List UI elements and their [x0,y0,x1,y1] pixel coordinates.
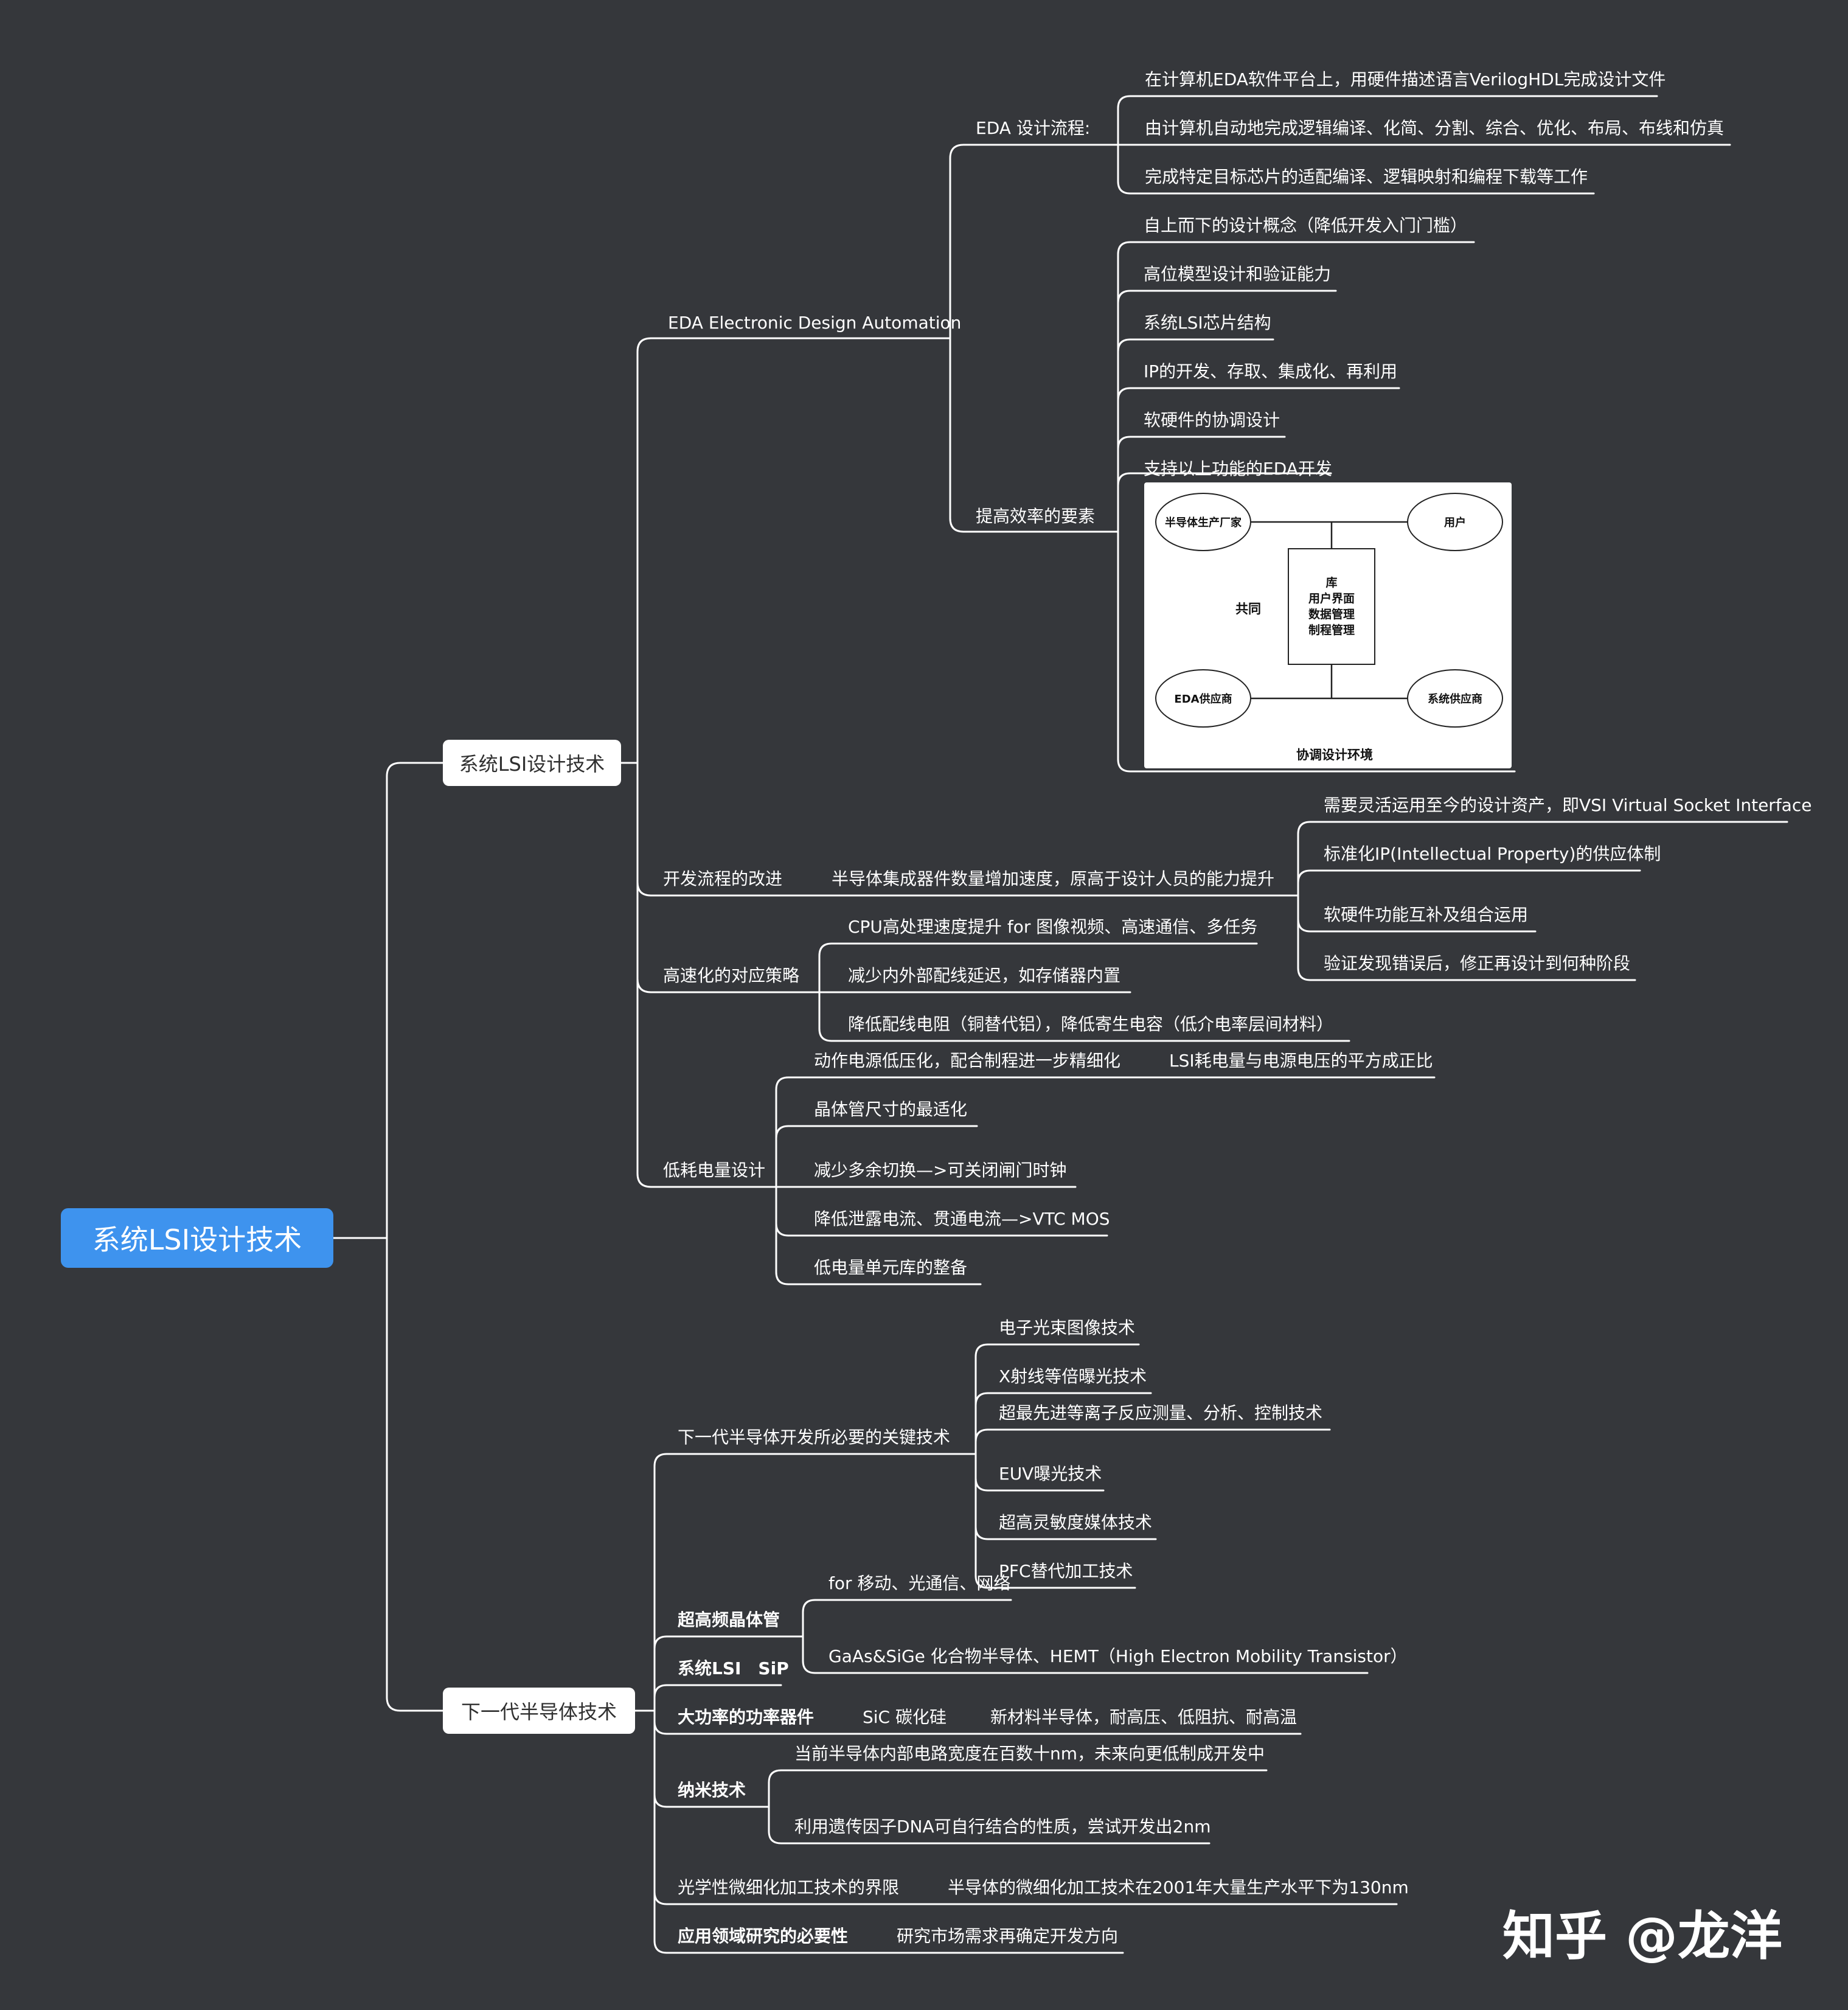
key-tech-item-2[interactable]: X射线等倍曝光技术 [999,1366,1147,1386]
node-system-vendor: 系统供应商 [1407,669,1503,728]
branch-system-lsi[interactable]: 系统LSI设计技术 [443,740,621,786]
center-line-1: 库 [1325,576,1338,589]
speed-item-2[interactable]: 减少内外部配线延迟，如存储器内置 [848,965,1121,986]
uhf-item-1[interactable]: for 移动、光通信、网络 [828,1573,1011,1593]
node-user: 用户 [1407,493,1503,551]
branch-next-gen[interactable]: 下一代半导体技术 [443,1688,635,1734]
key-tech-item-5[interactable]: 超高灵敏度媒体技术 [999,1512,1153,1532]
efficiency-item-5[interactable]: 软硬件的协调设计 [1144,410,1280,430]
center-line-4: 制程管理 [1308,624,1355,637]
eda-flow-item-1[interactable]: 在计算机EDA软件平台上，用硬件描述语言VerilogHDL完成设计文件 [1145,69,1666,89]
label-coop-env: 协调设计环境 [1296,748,1373,762]
efficiency-item-4[interactable]: IP的开发、存取、集成化、再利用 [1144,361,1398,381]
nano-item-2[interactable]: 利用遗传因子DNA可自行结合的性质，尝试开发出2nm [794,1817,1211,1837]
application-sub[interactable]: 研究市场需求再确定开发方向 [897,1926,1119,1946]
sip-node[interactable]: 系统LSI SiP [678,1658,789,1678]
efficiency-node[interactable]: 提高效率的要素 [976,506,1096,526]
label-common: 共同 [1235,602,1261,616]
power-item-2[interactable]: 晶体管尺寸的最适化 [814,1099,968,1119]
dev-flow-item-2[interactable]: 标准化IP(Intellectual Property)的供应体制 [1324,844,1661,864]
key-tech-item-6[interactable]: PFC替代加工技术 [999,1561,1133,1581]
efficiency-item-1[interactable]: 自上而下的设计概念（降低开发入门门槛） [1144,215,1468,235]
optical-sub[interactable]: 半导体的微细化加工技术在2001年大量生产水平下为130nm [948,1877,1409,1897]
speed-node[interactable]: 高速化的对应策略 [663,965,800,986]
power-node[interactable]: 低耗电量设计 [663,1160,766,1180]
key-tech-node[interactable]: 下一代半导体开发所必要的关键技术 [678,1427,951,1447]
uhf-node[interactable]: 超高频晶体管 [678,1610,780,1630]
node-eda-vendor: EDA供应商 [1155,669,1251,728]
watermark: 知乎 @龙洋 [1502,1906,1782,1967]
eda-flow-item-3[interactable]: 完成特定目标芯片的适配编译、逻辑映射和编程下载等工作 [1145,167,1588,187]
center-line-2: 用户界面 [1308,592,1355,605]
speed-item-1[interactable]: CPU高处理速度提升 for 图像视频、高速通信、多任务 [848,917,1258,937]
dev-flow-node[interactable]: 开发流程的改进 [663,869,783,889]
nano-item-1[interactable]: 当前半导体内部电路宽度在百数十nm，未来向更低制成开发中 [794,1744,1265,1764]
dev-flow-item-1[interactable]: 需要灵活运用至今的设计资产，即VSI Virtual Socket Interf… [1324,795,1812,815]
eda-node[interactable]: EDA Electronic Design Automation [668,313,962,333]
efficiency-item-2[interactable]: 高位模型设计和验证能力 [1144,264,1332,284]
nano-node[interactable]: 纳米技术 [678,1780,746,1800]
dev-flow-item-4[interactable]: 验证发现错误后，修正再设计到何种阶段 [1324,953,1631,973]
power-item-5[interactable]: 低电量单元库的整备 [814,1257,968,1278]
power-device-subsub[interactable]: 新材料半导体，耐高压、低阻抗、耐高温 [990,1707,1297,1727]
uhf-item-2[interactable]: GaAs&SiGe 化合物半导体、HEMT（High Electron Mobi… [828,1646,1408,1666]
power-device-node[interactable]: 大功率的功率器件 [678,1707,815,1727]
node-semiconductor-maker: 半导体生产厂家 [1155,493,1251,551]
power-item-1[interactable]: 动作电源低压化，配合制程进一步精细化 [814,1051,1121,1071]
eda-flow-item-2[interactable]: 由计算机自动地完成逻辑编译、化简、分割、综合、优化、布局、布线和仿真 [1145,118,1725,138]
dev-flow-item-3[interactable]: 软硬件功能互补及组合运用 [1324,905,1529,925]
diagram-connectors [1240,521,1411,700]
eda-flow-node[interactable]: EDA 设计流程: [976,118,1091,138]
power-item-3[interactable]: 减少多余切换—>可关闭闸门时钟 [814,1160,1067,1180]
efficiency-item-3[interactable]: 系统LSI芯片结构 [1144,313,1271,333]
application-node[interactable]: 应用领域研究的必要性 [678,1926,849,1946]
power-device-sub[interactable]: SiC 碳化硅 [863,1707,947,1727]
speed-item-3[interactable]: 降低配线电阻（铜替代铝），降低寄生电容（低介电率层间材料） [848,1014,1334,1034]
optical-node[interactable]: 光学性微细化加工技术的界限 [678,1877,900,1897]
key-tech-item-1[interactable]: 电子光束图像技术 [999,1318,1136,1338]
key-tech-item-3[interactable]: 超最先进等离子反应测量、分析、控制技术 [999,1403,1323,1423]
power-item-1-sub[interactable]: LSI耗电量与电源电压的平方成正比 [1169,1051,1433,1071]
efficiency-item-6[interactable]: 支持以上功能的EDA开发 [1144,459,1332,479]
collab-design-diagram: 半导体生产厂家 用户 EDA供应商 系统供应商 库 用户界面 数据管理 制程管理… [1144,482,1512,768]
dev-flow-sub[interactable]: 半导体集成器件数量增加速度，原高于设计人员的能力提升 [832,869,1275,889]
root-topic[interactable]: 系统LSI设计技术 [61,1208,333,1268]
power-item-4[interactable]: 降低泄露电流、贯通电流—>VTC MOS [814,1209,1110,1229]
center-line-3: 数据管理 [1308,608,1355,621]
node-library-center: 库 用户界面 数据管理 制程管理 [1288,548,1375,665]
key-tech-item-4[interactable]: EUV曝光技术 [999,1464,1102,1484]
